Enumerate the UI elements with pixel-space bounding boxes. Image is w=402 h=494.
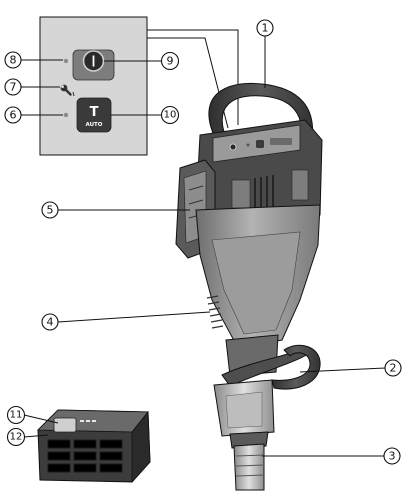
callout-11-label: 11	[10, 410, 23, 421]
callout-12: 12	[6, 427, 26, 447]
auto-mode-label: AUTO	[86, 122, 103, 128]
callout-11: 11	[6, 405, 26, 425]
battery-release-button	[53, 417, 77, 433]
callout-1-label: 1	[262, 22, 269, 35]
callout-5-label: 5	[47, 204, 54, 217]
power-indicator-light	[63, 58, 69, 64]
callout-1: 1	[256, 19, 274, 37]
callout-8-label: 8	[10, 54, 17, 67]
callout-3-label: 3	[389, 450, 396, 463]
leader-lines	[21, 36, 386, 457]
callout-6: 6	[4, 106, 22, 124]
callout-9-label: 9	[167, 55, 174, 68]
callout-5: 5	[41, 201, 59, 219]
auto-mode-symbol: T	[90, 105, 99, 120]
callout-7: 7	[4, 78, 22, 96]
callout-4-label: 4	[47, 316, 54, 329]
callout-12-label: 12	[10, 432, 23, 443]
control-panel-inset: T AUTO	[39, 16, 148, 156]
mode-indicator-light	[63, 112, 69, 118]
callout-4: 4	[41, 313, 59, 331]
breaker-machine	[175, 82, 323, 491]
body-vents	[206, 295, 224, 329]
callout-10: 10	[160, 105, 180, 125]
callout-2: 2	[384, 359, 402, 377]
callout-8: 8	[4, 51, 22, 69]
callout-6-label: 6	[10, 109, 17, 122]
callout-7-label: 7	[10, 81, 17, 94]
callout-10-label: 10	[164, 110, 177, 121]
callout-9: 9	[160, 51, 180, 71]
callout-3: 3	[383, 447, 401, 465]
housing-vents	[254, 175, 274, 212]
charge-indicator-leds	[80, 420, 96, 422]
tool-holder	[233, 443, 265, 491]
wrench-icon	[60, 84, 75, 97]
callout-2-label: 2	[390, 362, 397, 375]
battery-pack	[37, 409, 151, 484]
